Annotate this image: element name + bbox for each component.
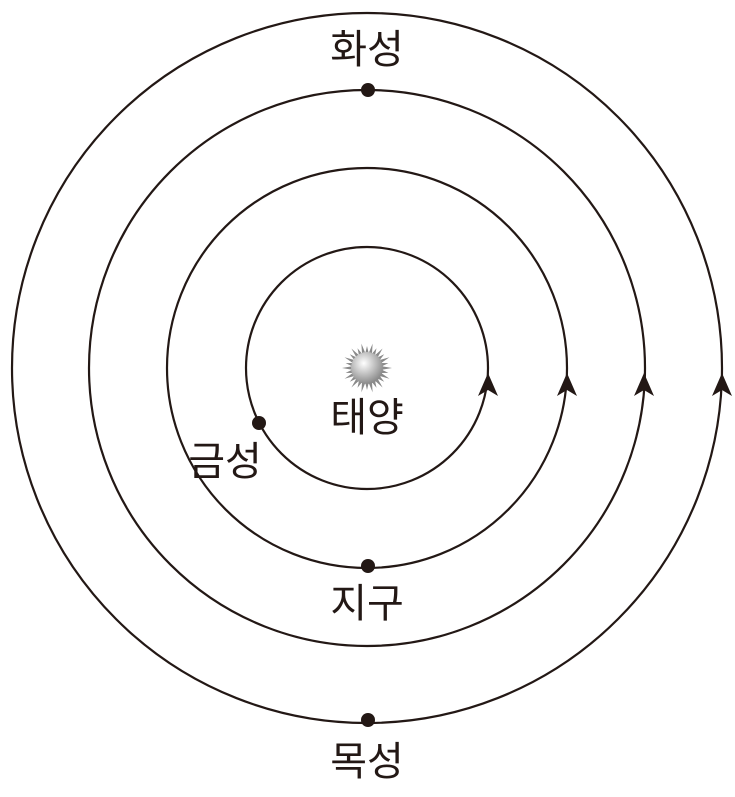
jupiter-dot — [361, 713, 375, 727]
orbit-arrow-icon — [712, 373, 732, 396]
orbit-arrow-icon — [478, 373, 498, 396]
orbit-arrow-icon — [557, 373, 577, 396]
sun-label: 태양 — [330, 395, 404, 441]
mars-label: 화성 — [330, 27, 404, 73]
sun-icon — [342, 343, 392, 393]
orbit-arrow-icon — [634, 373, 654, 396]
earth-label: 지구 — [330, 581, 404, 627]
earth-dot — [361, 559, 375, 573]
venus-label: 금성 — [188, 439, 262, 485]
mars-dot — [361, 83, 375, 97]
jupiter-label: 목성 — [330, 739, 404, 785]
venus-orbit — [244, 245, 490, 491]
venus-dot — [252, 416, 266, 430]
